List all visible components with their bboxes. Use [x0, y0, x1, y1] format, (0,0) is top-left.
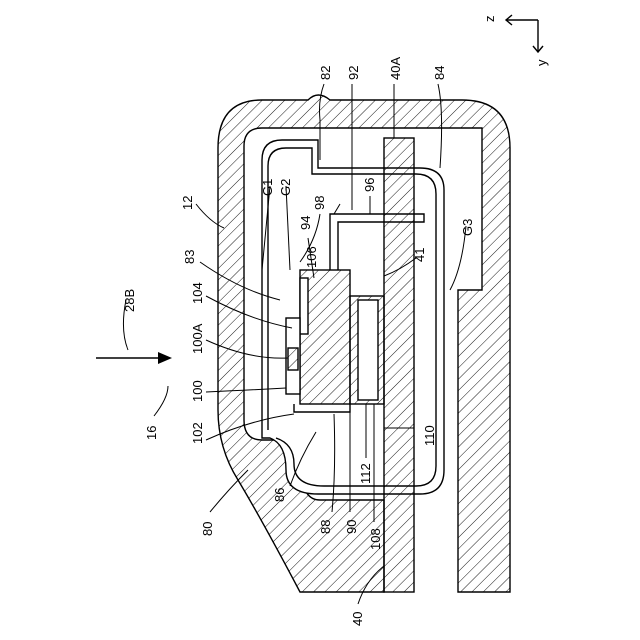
label-90: 90: [344, 520, 359, 534]
label-98: 98: [312, 196, 327, 210]
chip-100A: [288, 348, 298, 370]
label-100: 100: [190, 380, 205, 402]
sensor-strip-104: [300, 278, 308, 334]
board-40: [384, 138, 414, 592]
label-86: 86: [272, 488, 287, 502]
arrow-28B: 28B: [96, 289, 172, 364]
label-40A: 40A: [388, 57, 403, 80]
label-16: 16: [144, 426, 159, 440]
label-94: 94: [298, 216, 313, 230]
label-112: 112: [358, 463, 373, 484]
axis-indicator: z y: [482, 15, 549, 66]
label-40: 40: [350, 612, 365, 626]
axis-z-label: z: [482, 16, 497, 23]
label-92: 92: [346, 66, 361, 80]
axis-y-label: y: [534, 59, 549, 66]
label-82: 82: [318, 66, 333, 80]
label-88: 88: [318, 520, 333, 534]
label-41: 41: [412, 248, 427, 262]
label-G2: G2: [278, 179, 293, 196]
label-110: 110: [422, 425, 437, 446]
label-28B: 28B: [122, 289, 137, 312]
label-G3: G3: [460, 219, 475, 236]
label-108: 108: [368, 528, 383, 550]
label-83: 83: [182, 250, 197, 264]
label-G1: G1: [260, 179, 275, 196]
label-84: 84: [432, 66, 447, 80]
label-106: 106: [304, 246, 319, 268]
label-102: 102: [190, 422, 205, 444]
label-12: 12: [180, 196, 195, 210]
label-104: 104: [190, 282, 205, 304]
spacer-112: [358, 300, 378, 400]
label-100A: 100A: [190, 323, 205, 354]
label-96: 96: [362, 178, 377, 192]
label-80: 80: [200, 522, 215, 536]
